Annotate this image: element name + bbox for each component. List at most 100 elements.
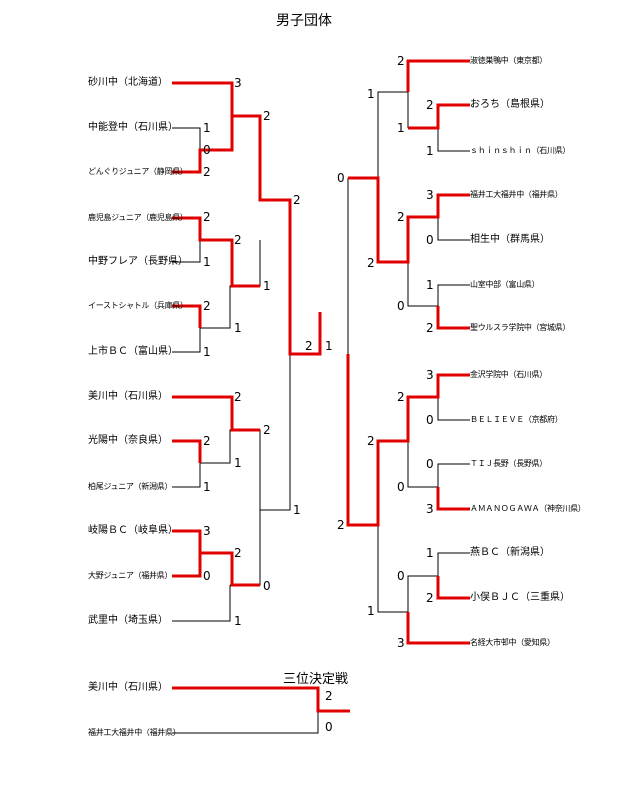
win-ursula — [436, 306, 470, 330]
score: 2 — [203, 210, 211, 224]
win-kanazawa — [346, 354, 470, 527]
team-right-2: おろち（島根県） — [470, 99, 550, 110]
team-right-12: 燕ＢＣ（新潟県） — [470, 547, 550, 558]
score: 2 — [234, 233, 242, 247]
score: 0 — [203, 569, 211, 583]
line-sf-bottom — [260, 354, 291, 511]
score: 2 — [203, 165, 211, 179]
score: 1 — [426, 546, 434, 560]
score: 1 — [397, 121, 405, 135]
line-nakanoto — [172, 127, 201, 150]
win-mikawa — [172, 395, 260, 432]
line-kashio — [172, 463, 201, 488]
score: 3 — [203, 524, 211, 538]
score: 2 — [426, 591, 434, 605]
line-nakano — [172, 240, 201, 263]
score: 2 — [263, 423, 271, 437]
score: 0 — [397, 569, 405, 583]
score: 1 — [234, 456, 242, 470]
team-right-1: 淑徳巣鴨中（東京都） — [470, 56, 547, 65]
team-right-6: 山室中部（富山県） — [470, 280, 540, 289]
win-gifu — [172, 529, 260, 587]
line-shinshin — [437, 128, 470, 152]
score: 0 — [263, 579, 271, 593]
score: 0 — [426, 413, 434, 427]
third-place-score-bottom: 0 — [325, 720, 333, 734]
win-meikei — [406, 612, 470, 645]
score: 2 — [367, 256, 375, 270]
line-r1c-out — [200, 240, 261, 329]
third-place-score-top: 2 — [325, 689, 333, 703]
team-left-4: 鹿児島ジュニア（鹿児島県） — [88, 213, 188, 222]
line-takesato — [172, 585, 231, 622]
line-yamamuro2 — [407, 262, 438, 307]
score: 2 — [337, 518, 345, 532]
line-believe — [437, 397, 470, 421]
team-right-13: 小俣ＢＪＣ（三重県） — [470, 592, 570, 603]
win-omata — [436, 576, 470, 600]
team-right-10: ＴＩＪ長野（長野県） — [470, 459, 547, 468]
score: 2 — [397, 390, 405, 404]
score: 2 — [426, 98, 434, 112]
team-right-5: 相生中（群馬県） — [470, 234, 550, 245]
score: 1 — [367, 604, 375, 618]
team-right-11: ＡＭＡＮＯＧＡＷＡ（神奈川県） — [470, 504, 586, 513]
team-right-4: 福井工大福井中（福井県） — [470, 190, 563, 199]
line-kamiichi — [172, 328, 201, 353]
win-sunagawa — [172, 81, 322, 356]
score: 0 — [397, 299, 405, 313]
score: 2 — [234, 546, 242, 560]
third-place-title: 三位決定戦 — [283, 672, 349, 687]
score: 3 — [426, 502, 434, 516]
score: 3 — [234, 76, 242, 90]
score: 2 — [397, 210, 405, 224]
score: 1 — [367, 87, 375, 101]
line-r2a-out — [200, 429, 261, 510]
line-tsubame — [437, 552, 470, 576]
team-left-8: 美川中（石川県） — [88, 391, 168, 402]
team-left-5: 中野フレア（長野県） — [88, 256, 188, 267]
win-fukui — [348, 176, 470, 264]
win-east — [172, 304, 202, 328]
win-koyo — [172, 439, 202, 463]
team-right-7: 聖ウルスラ学院中（宮城県） — [470, 323, 571, 332]
score: 3 — [397, 636, 405, 650]
third-place-team-top: 美川中（石川県） — [88, 682, 168, 693]
team-right-8: 金沢学院中（石川県） — [470, 370, 547, 379]
score: 2 — [426, 321, 434, 335]
win-ono — [172, 553, 202, 578]
score: 0 — [426, 233, 434, 247]
score: 2 — [397, 54, 405, 68]
team-left-10: 柏尾ジュニア（新潟県） — [88, 482, 173, 491]
win-amanogawa — [436, 487, 470, 511]
win-shukutoku — [406, 59, 470, 92]
score: 2 — [367, 434, 375, 448]
line-aioi — [437, 217, 470, 241]
team-right-9: ＢＥＬＩＥＶＥ（京都府） — [470, 415, 563, 424]
page-title: 男子団体 — [276, 13, 332, 29]
score: 0 — [397, 480, 405, 494]
score: 1 — [293, 503, 301, 517]
score: 1 — [263, 279, 271, 293]
score: 1 — [203, 480, 211, 494]
win-3rd — [172, 686, 350, 713]
score: 1 — [203, 121, 211, 135]
line-tij2 — [407, 441, 438, 488]
win-donguri — [172, 116, 234, 174]
line-tij — [437, 463, 470, 487]
team-left-3: どんぐりジュニア（静岡県） — [88, 167, 188, 176]
line-3rd-bottom — [172, 711, 319, 734]
score: 3 — [426, 188, 434, 202]
score: 1 — [203, 345, 211, 359]
team-left-2: 中能登中（石川県） — [88, 122, 178, 133]
score: 0 — [337, 171, 345, 185]
score: 0 — [426, 457, 434, 471]
team-left-9: 光陽中（奈良県） — [88, 435, 168, 446]
team-right-3: ｓｈｉｎｓｈｉｎ（石川県） — [470, 146, 571, 155]
score: 1 — [234, 614, 242, 628]
score: 2 — [234, 390, 242, 404]
score: 1 — [325, 339, 333, 353]
win-orochi — [408, 103, 470, 130]
team-left-1: 砂川中（北海道） — [88, 77, 168, 88]
line-yamamuro — [437, 284, 470, 306]
